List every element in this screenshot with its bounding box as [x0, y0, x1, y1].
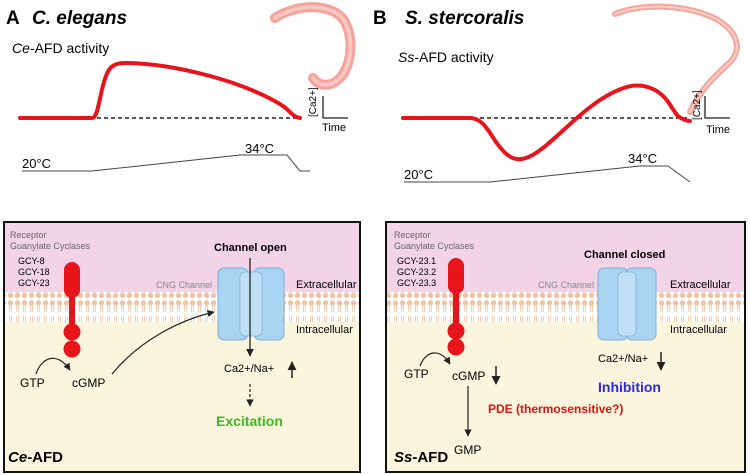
panel-a-extracellular-label: Extracellular: [296, 279, 357, 291]
s-stercoralis-worm-illustration: [612, 3, 740, 115]
panel-b-scale-time-label: Time: [706, 124, 730, 136]
panel-a-calcium-trace: [18, 60, 302, 120]
panel-a-cell-diagram: Receptor Guanylate Cyclases GCY-8 GCY-18…: [3, 221, 361, 473]
panel-a-temp-low: 20°C: [22, 156, 51, 171]
panel-b-scale-bar: [704, 96, 730, 119]
panel-a-activity-label: Ce-AFD activity: [12, 40, 109, 56]
panel-a-gcy-3: GCY-23: [18, 278, 50, 288]
panel-b-intracellular-label: Intracellular: [670, 324, 727, 336]
panel-a-letter: A: [6, 8, 20, 29]
panel-b-ion-label: Ca2+/Na+: [598, 353, 648, 365]
panel-a-gtp: GTP: [20, 376, 45, 390]
panel-a-scale-ca-label: [Ca2+]: [308, 87, 319, 117]
panel-b-gtp: GTP: [404, 367, 429, 381]
panel-b-gmp: GMP: [454, 443, 481, 457]
panel-b-gcy-1: GCY-23.1: [397, 256, 436, 266]
panel-b-top: B S. stercoralis Ss-AFD activity [Ca2+] …: [373, 3, 740, 183]
panel-b-receptor-title-2: Guanylate Cyclases: [394, 241, 475, 251]
panel-b-receptor-title-1: Receptor: [394, 230, 431, 240]
panel-a-species-title: C. elegans: [32, 8, 127, 29]
panel-b-scale-ca-label: [Ca2+]: [692, 90, 703, 120]
panel-b-species-title: S. stercoralis: [405, 8, 524, 29]
panel-a-temp-high: 34°C: [245, 141, 274, 156]
panel-b-pde-label: PDE (thermosensitive?): [488, 402, 623, 416]
panel-b-activity-label: Ss-AFD activity: [398, 49, 494, 65]
panel-b-temp-high: 34°C: [628, 151, 657, 166]
panel-b-outcome: Inhibition: [598, 379, 661, 395]
panel-a-cng-label: CNG Channel: [156, 280, 212, 290]
panel-b-gcy-3: GCY-23.3: [397, 278, 436, 288]
panel-b-cell-diagram: Receptor Guanylate Cyclases GCY-23.1 GCY…: [385, 221, 746, 473]
panel-a-cng-channel-open: [217, 267, 285, 341]
panel-a-top: A C. elegans Ce-AFD activity [Ca2+] Time…: [6, 2, 356, 172]
panel-a-ion-label: Ca2+/Na+: [224, 363, 274, 375]
panel-a-cgmp: cGMP: [72, 376, 105, 390]
c-elegans-worm-illustration: [270, 2, 356, 90]
panel-a-gcy-2: GCY-18: [18, 267, 50, 277]
panel-b-cgmp: cGMP: [452, 369, 485, 383]
panel-b-channel-state: Channel closed: [584, 249, 665, 261]
panel-b-temp-low: 20°C: [404, 167, 433, 182]
panel-b-cng-channel-closed: [597, 267, 657, 341]
panel-a-receptor-title-2: Guanylate Cyclases: [10, 241, 91, 251]
panel-b-receptor-guanylate-cyclase: [447, 258, 465, 356]
panel-b-extracellular-label: Extracellular: [670, 279, 731, 291]
panel-b-gcy-2: GCY-23.2: [397, 267, 436, 277]
panel-a-gtp-to-cgmp-arrow: [35, 357, 71, 375]
panel-a-scale-bar: [322, 96, 348, 119]
panel-a-receptor-title-1: Receptor: [10, 230, 47, 240]
panel-a-scale-time-label: Time: [322, 122, 346, 134]
panel-a-cgmp-to-channel-arrow: [111, 309, 215, 375]
panel-b-calcium-trace: [401, 83, 692, 162]
panel-a-outcome: Excitation: [216, 413, 283, 429]
panel-b-footer: Ss-AFD: [394, 449, 448, 466]
panel-b-temperature-ramp: [404, 165, 691, 183]
panel-b-gtp-to-cgmp-arrow: [419, 352, 451, 367]
panel-a-footer: Ce-AFD: [8, 449, 63, 466]
panel-a-intracellular-label: Intracellular: [296, 324, 353, 336]
panel-b-letter: B: [373, 8, 387, 29]
panel-a-temperature-ramp: [22, 154, 310, 172]
panel-b-cng-label: CNG Channel: [538, 280, 594, 290]
panel-a-receptor-guanylate-cyclase: [63, 262, 81, 358]
panel-a-channel-state: Channel open: [214, 242, 287, 254]
panel-a-gcy-1: GCY-8: [18, 256, 45, 266]
